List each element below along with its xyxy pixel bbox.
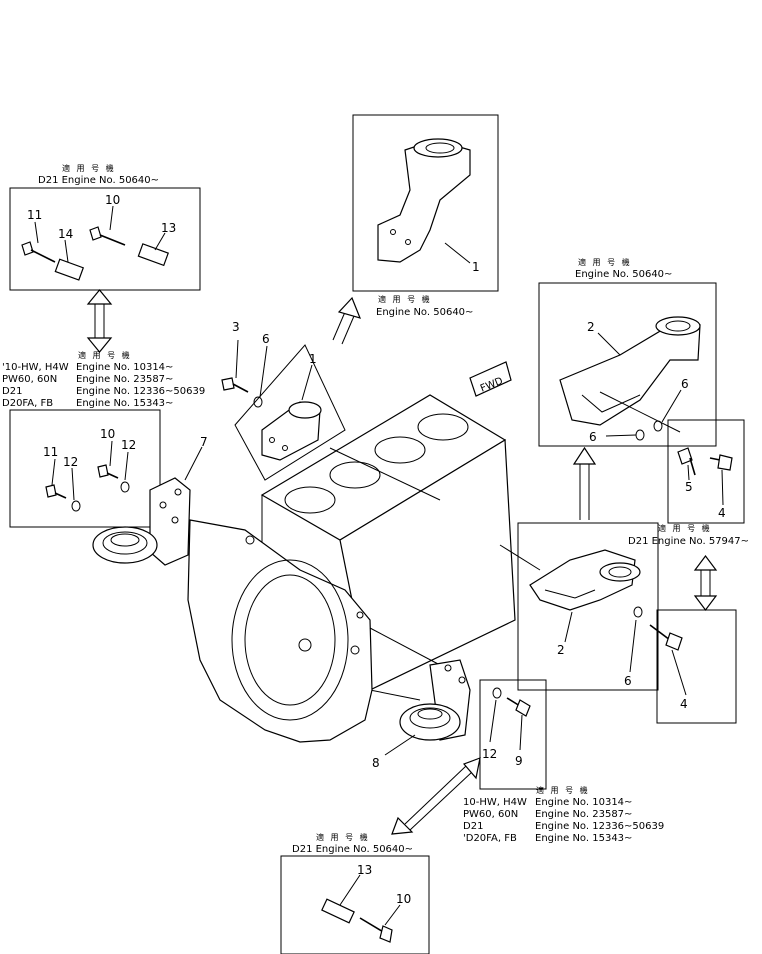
double-arrow-right: [693, 555, 718, 611]
box-top-left: [9, 187, 201, 291]
part-10-left: 10: [100, 427, 115, 441]
rear-mount-8: [399, 659, 471, 741]
tl-callout-text: D21 Engine No. 50640~: [38, 175, 159, 186]
tc-callout-text: Engine No. 50640~: [376, 307, 473, 318]
bot-sleeve-13: [321, 898, 355, 924]
l-bolt-11: [45, 484, 81, 512]
box-right-mid: [517, 522, 659, 691]
bracket-front-small: [234, 344, 346, 481]
part-10-topleft: 10: [105, 193, 120, 207]
part-14-topleft: 14: [58, 227, 73, 241]
part-2-rightmid: 2: [557, 643, 565, 657]
part-13-bottom: 13: [357, 863, 372, 877]
part-7: 7: [200, 435, 208, 449]
part-11-topleft: 11: [27, 208, 42, 222]
part-4-rightbottom: 4: [680, 697, 688, 711]
part-1-topcenter: 1: [472, 260, 480, 274]
bolt-9: [492, 687, 531, 717]
box-bottom: [280, 855, 430, 954]
part-12-bottom: 12: [482, 747, 497, 761]
part-6-righttop-a: 6: [681, 377, 689, 391]
part-6-midleft: 6: [262, 332, 270, 346]
part-6-righttop-b: 6: [589, 430, 597, 444]
br-row3-engine: Engine No. 12336~50639: [535, 821, 664, 832]
arrow-to-top-center: [332, 296, 362, 345]
box-right-small: [667, 419, 745, 524]
left-row3-engine: Engine No. 12336~50639: [76, 386, 205, 397]
br-row4-model: 'D20FA, FB: [463, 833, 517, 844]
left-row2-model: PW60, 60N: [2, 374, 57, 385]
rm-header-kanji: 適 用 号 機: [658, 523, 712, 533]
left-row4-model: D20FA, FB: [2, 398, 53, 409]
double-arrow-bottom: [391, 757, 481, 835]
rm-callout-text: D21 Engine No. 57947~: [628, 536, 749, 547]
part-8: 8: [372, 756, 380, 770]
tc-header-kanji: 適 用 号 機: [378, 294, 432, 304]
l-bolt-10: [97, 464, 130, 493]
part-9: 9: [515, 754, 523, 768]
tl-bolt-11: [21, 241, 56, 263]
tl-sleeve-14: [54, 258, 85, 281]
left-row3-model: D21: [2, 386, 22, 397]
br-row4-engine: Engine No. 15343~: [535, 833, 632, 844]
tl-header-kanji: 適 用 号 機: [62, 163, 116, 173]
bot-callout-text: D21 Engine No. 50640~: [292, 844, 413, 855]
box-bottom-center: [479, 679, 547, 790]
tl-sleeve-13: [137, 243, 169, 267]
rt-callout-text: Engine No. 50640~: [575, 269, 672, 280]
br-row3-model: D21: [463, 821, 483, 832]
br-row2-engine: Engine No. 23587~: [535, 809, 632, 820]
part-6-rightmid: 6: [624, 674, 632, 688]
part-13-topleft: 13: [161, 221, 176, 235]
part-10-bottom: 10: [396, 892, 411, 906]
left-row1-engine: Engine No. 10314~: [76, 362, 173, 373]
part-12-left-a: 12: [121, 438, 136, 452]
left-header-kanji: 適 用 号 機: [78, 350, 132, 360]
bot-bolt-10: [359, 917, 393, 943]
box-right-top: [538, 282, 717, 447]
bolt-4b: [649, 624, 683, 651]
engine-block: [187, 394, 541, 743]
part-2-righttop: 2: [587, 320, 595, 334]
bolt-3: [221, 377, 263, 408]
box-top-center: [352, 114, 499, 292]
bracket-large-1: [377, 138, 471, 263]
fwd-marker: FWD: [469, 361, 512, 397]
br-row2-model: PW60, 60N: [463, 809, 518, 820]
bracket-right-2: [559, 316, 701, 441]
part-3: 3: [232, 320, 240, 334]
double-arrow-left: [86, 289, 113, 353]
br-row1-engine: Engine No. 10314~: [535, 797, 632, 808]
left-row1-model: '10-HW, H4W: [2, 362, 69, 373]
bolt-5: [677, 447, 696, 476]
part-4-rightsmall: 4: [718, 506, 726, 520]
bot-header-kanji: 適 用 号 機: [316, 832, 370, 842]
left-row4-engine: Engine No. 15343~: [76, 398, 173, 409]
br-row1-model: 10-HW, H4W: [463, 797, 527, 808]
rt-header-kanji: 適 用 号 機: [578, 257, 632, 267]
box-right-bottom: [656, 609, 737, 724]
br-header-kanji: 適 用 号 機: [536, 785, 590, 795]
tl-bolt-10: [89, 226, 126, 246]
bracket-right-mid-2: [529, 549, 643, 618]
part-12-left-b: 12: [63, 455, 78, 469]
left-row2-engine: Engine No. 23587~: [76, 374, 173, 385]
arrow-up-right: [572, 446, 597, 520]
leader-lines: [34, 205, 724, 926]
part-1-midleft: 1: [309, 352, 317, 366]
front-mount-7: [92, 477, 191, 566]
bolt-4a: [709, 454, 733, 471]
part-5: 5: [685, 480, 693, 494]
box-left: [9, 409, 161, 528]
part-11-left: 11: [43, 445, 58, 459]
